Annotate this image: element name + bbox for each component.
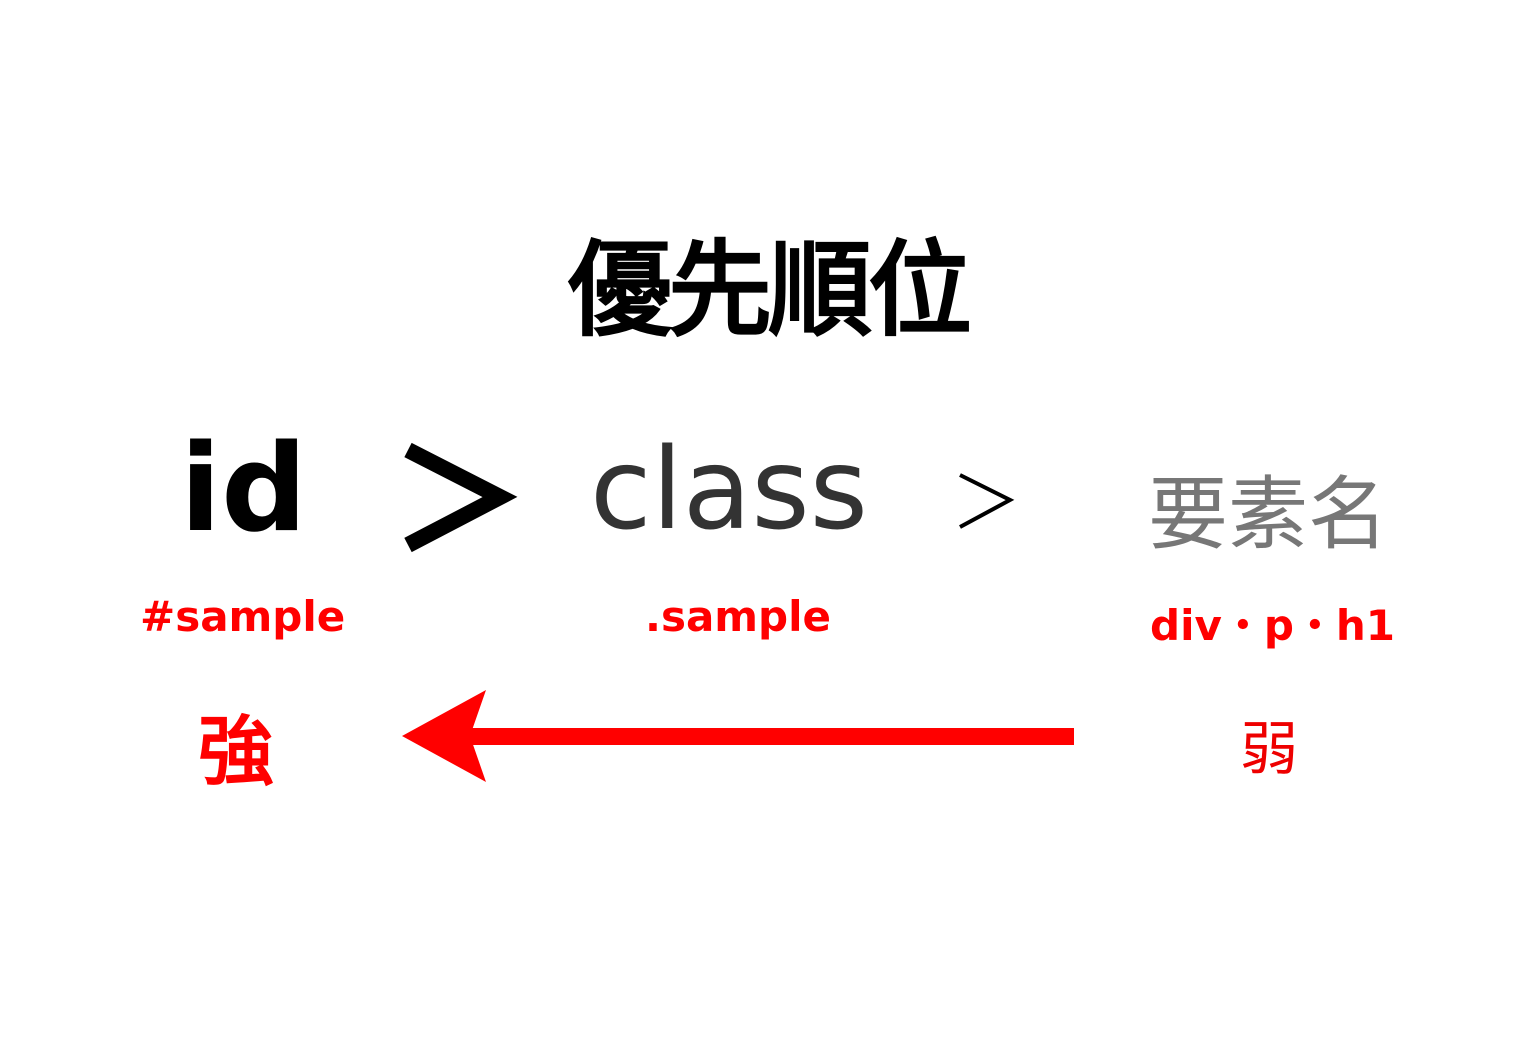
weak-label: 弱 [1240, 715, 1299, 783]
element-example: div・p・h1 [1150, 601, 1396, 650]
strength-arrow-icon [402, 690, 1074, 782]
selector-class-label: class [590, 425, 869, 555]
strong-label: 強 [198, 707, 274, 796]
greater-than-bold-icon [404, 442, 518, 553]
page-title: 優先順位 [567, 229, 972, 351]
class-example: .sample [645, 592, 832, 641]
selector-element-label: 要素名 [1148, 468, 1388, 561]
greater-than-thin-icon [959, 473, 1015, 529]
id-example: #sample [140, 592, 346, 641]
selector-id-label: id [180, 420, 308, 559]
